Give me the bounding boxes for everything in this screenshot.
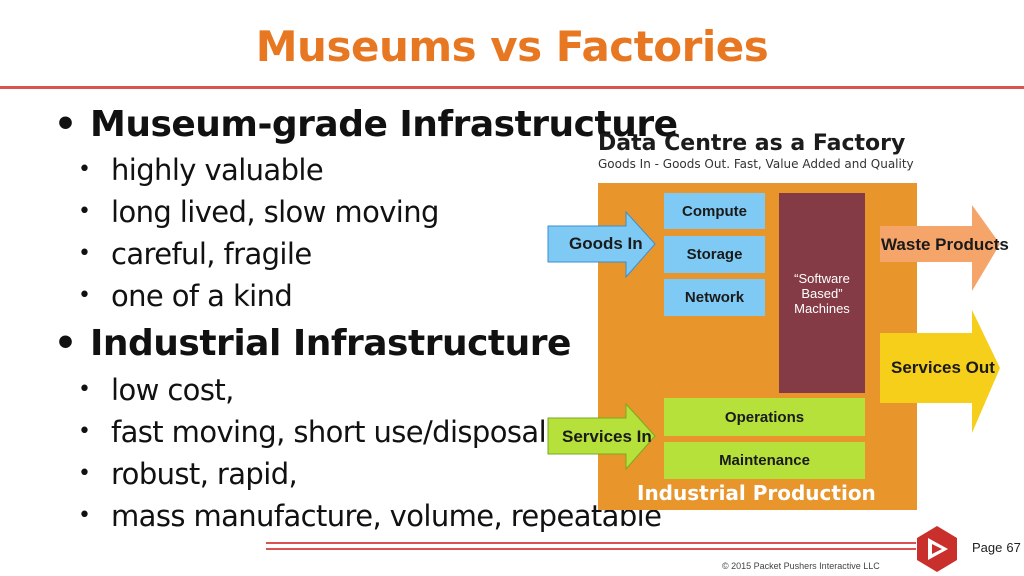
diagram-title: Data Centre as a Factory [598, 131, 906, 156]
bullet-museum-heading: Museum-grade Infrastructure [54, 104, 678, 145]
services-out-label: Services Out [891, 358, 995, 377]
services-in-arrow [547, 402, 656, 471]
goods-in-label: Goods In [569, 234, 643, 253]
slide-title: Museums vs Factories [255, 22, 769, 71]
packet-pushers-logo [917, 526, 957, 572]
bullet-industrial-item: mass manufacture, volume, repeatable [78, 499, 662, 533]
bullet-museum-item: careful, fragile [78, 237, 312, 271]
services-out-arrow [880, 310, 1000, 433]
bullet-industrial-item: fast moving, short use/disposal [78, 415, 547, 449]
industrial-production-label: Industrial Production [637, 481, 876, 505]
waste-products-arrow [880, 205, 1000, 291]
services-in-label: Services In [562, 427, 652, 446]
footer-divider [266, 548, 916, 550]
operations-box: Operations [664, 398, 865, 436]
copyright-text: © 2015 Packet Pushers Interactive LLC [722, 561, 880, 571]
footer-divider [266, 542, 916, 544]
diagram-subtitle: Goods In - Goods Out. Fast, Value Added … [598, 157, 914, 171]
bullet-industrial-item: low cost, [78, 373, 234, 407]
compute-box: Compute [664, 193, 765, 229]
bullet-museum-item: long lived, slow moving [78, 195, 439, 229]
maintenance-box: Maintenance [664, 442, 865, 479]
bullet-museum-item: one of a kind [78, 279, 293, 313]
network-box: Network [664, 279, 765, 316]
goods-in-arrow [547, 210, 656, 279]
bullet-museum-item: highly valuable [78, 153, 324, 187]
title-divider [0, 86, 1024, 89]
bullet-industrial-item: robust, rapid, [78, 457, 298, 491]
storage-box: Storage [664, 236, 765, 273]
bullet-industrial-heading: Industrial Infrastructure [54, 323, 571, 364]
waste-products-label: Waste Products [881, 235, 1009, 254]
software-machines-box: “Software Based” Machines [779, 193, 865, 393]
